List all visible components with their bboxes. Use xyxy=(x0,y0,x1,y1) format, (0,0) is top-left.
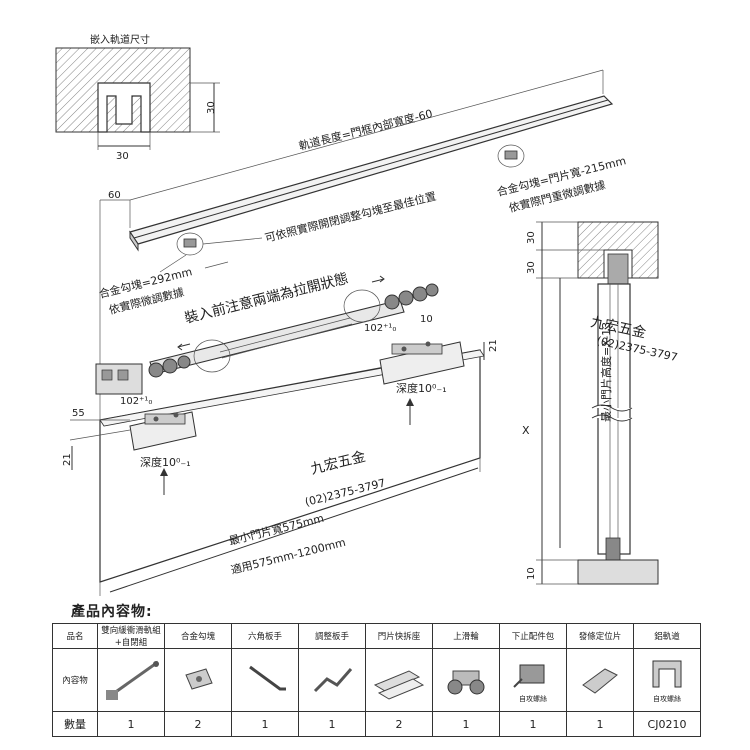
aluminum-rail-drawing xyxy=(99,69,614,420)
side-dim-10: 10 xyxy=(526,567,537,580)
bottom-guide-pack-icon: 自攻螺絲 xyxy=(499,648,567,712)
item-qty: 1 xyxy=(97,711,165,737)
item-qty: 2 xyxy=(164,711,232,737)
item-qty: 1 xyxy=(432,711,500,737)
side-dim-x: X xyxy=(522,424,530,437)
depth-left: 深度10⁰₋₁ xyxy=(140,455,191,469)
inset-title: 嵌入軌道尺寸 xyxy=(90,33,150,46)
item-qty: 1 xyxy=(231,711,299,737)
adjust-wrench-icon xyxy=(298,648,366,712)
inset-dim-height: 30 xyxy=(206,101,217,114)
contents-name-row: 品名 雙向緩衝滑軌組+自閉組 合金勾塊 六角板手 調整板手 門片快拆座 上滑輪 … xyxy=(52,623,701,649)
tolerance-b: 102⁺¹₀ xyxy=(364,323,396,334)
inset-dim-width: 30 xyxy=(116,151,129,162)
item-qty: 2 xyxy=(365,711,433,737)
item-name: 上滑輪 xyxy=(432,623,500,649)
row-label-name: 品名 xyxy=(52,623,98,649)
damper-track-icon xyxy=(97,648,165,712)
contents-image-row: 內容物 自攻螺絲 自攻螺絲 xyxy=(52,648,701,712)
item-qty: 1 xyxy=(566,711,634,737)
contents-title: 產品內容物: xyxy=(71,604,153,620)
dim-21b: 21 xyxy=(488,339,499,352)
item-name: 六角板手 xyxy=(231,623,299,649)
item-name: 發條定位片 xyxy=(566,623,634,649)
item-caption: 自攻螺絲 xyxy=(653,694,681,703)
item-qty: 1 xyxy=(499,711,567,737)
dim-10: 10 xyxy=(420,314,433,325)
depth-right: 深度10⁰₋₁ xyxy=(396,381,447,395)
item-caption: 自攻螺絲 xyxy=(519,694,547,703)
item-name: 下止配件包 xyxy=(499,623,567,649)
side-section-view xyxy=(536,221,659,585)
dim-55: 55 xyxy=(72,408,85,419)
row-label-image: 內容物 xyxy=(52,648,98,712)
tolerance-a: 102⁺¹₀ xyxy=(120,396,152,407)
contents-qty-row: 數量 1 2 1 1 2 1 1 1 CJ0210 xyxy=(52,711,701,737)
alloy-hook-icon xyxy=(164,648,232,712)
side-dim-30a: 30 xyxy=(526,231,537,244)
aluminum-rail-icon: 自攻螺絲 xyxy=(633,648,701,712)
rail-stopper-right xyxy=(497,144,525,168)
row-label-qty: 數量 xyxy=(52,711,98,737)
door-mount-right xyxy=(379,341,465,385)
door-panel xyxy=(69,341,485,596)
min-height-label: 最小門片高度=X-13 xyxy=(599,322,613,422)
rail-stopper-left xyxy=(176,232,204,256)
dim-21a: 21 xyxy=(62,453,73,466)
item-name: 鋁軌道 xyxy=(633,623,701,649)
rail-embed-inset: 嵌入軌道尺寸 30 30 xyxy=(55,33,220,162)
spring-locator-icon xyxy=(566,648,634,712)
item-name: 門片快拆座 xyxy=(365,623,433,649)
damper-track-assembly xyxy=(95,275,439,395)
rail-length-label: 軌道長度=門框內部寬度-60 xyxy=(297,106,433,153)
item-qty: 1 xyxy=(298,711,366,737)
item-qty: CJ0210 xyxy=(633,711,701,737)
side-dim-30b: 30 xyxy=(526,261,537,274)
item-name: 調整板手 xyxy=(298,623,366,649)
item-name: 合金勾塊 xyxy=(164,623,232,649)
contents-table: 品名 雙向緩衝滑軌組+自閉組 合金勾塊 六角板手 調整板手 門片快拆座 上滑輪 … xyxy=(52,623,701,737)
item-name: 雙向緩衝滑軌組+自閉組 xyxy=(97,623,165,649)
quick-release-mount-icon xyxy=(365,648,433,712)
rail-offset-dim: 60 xyxy=(108,190,121,201)
door-mount-left xyxy=(129,411,197,451)
roller-wheel-icon xyxy=(432,648,500,712)
hex-wrench-icon xyxy=(231,648,299,712)
